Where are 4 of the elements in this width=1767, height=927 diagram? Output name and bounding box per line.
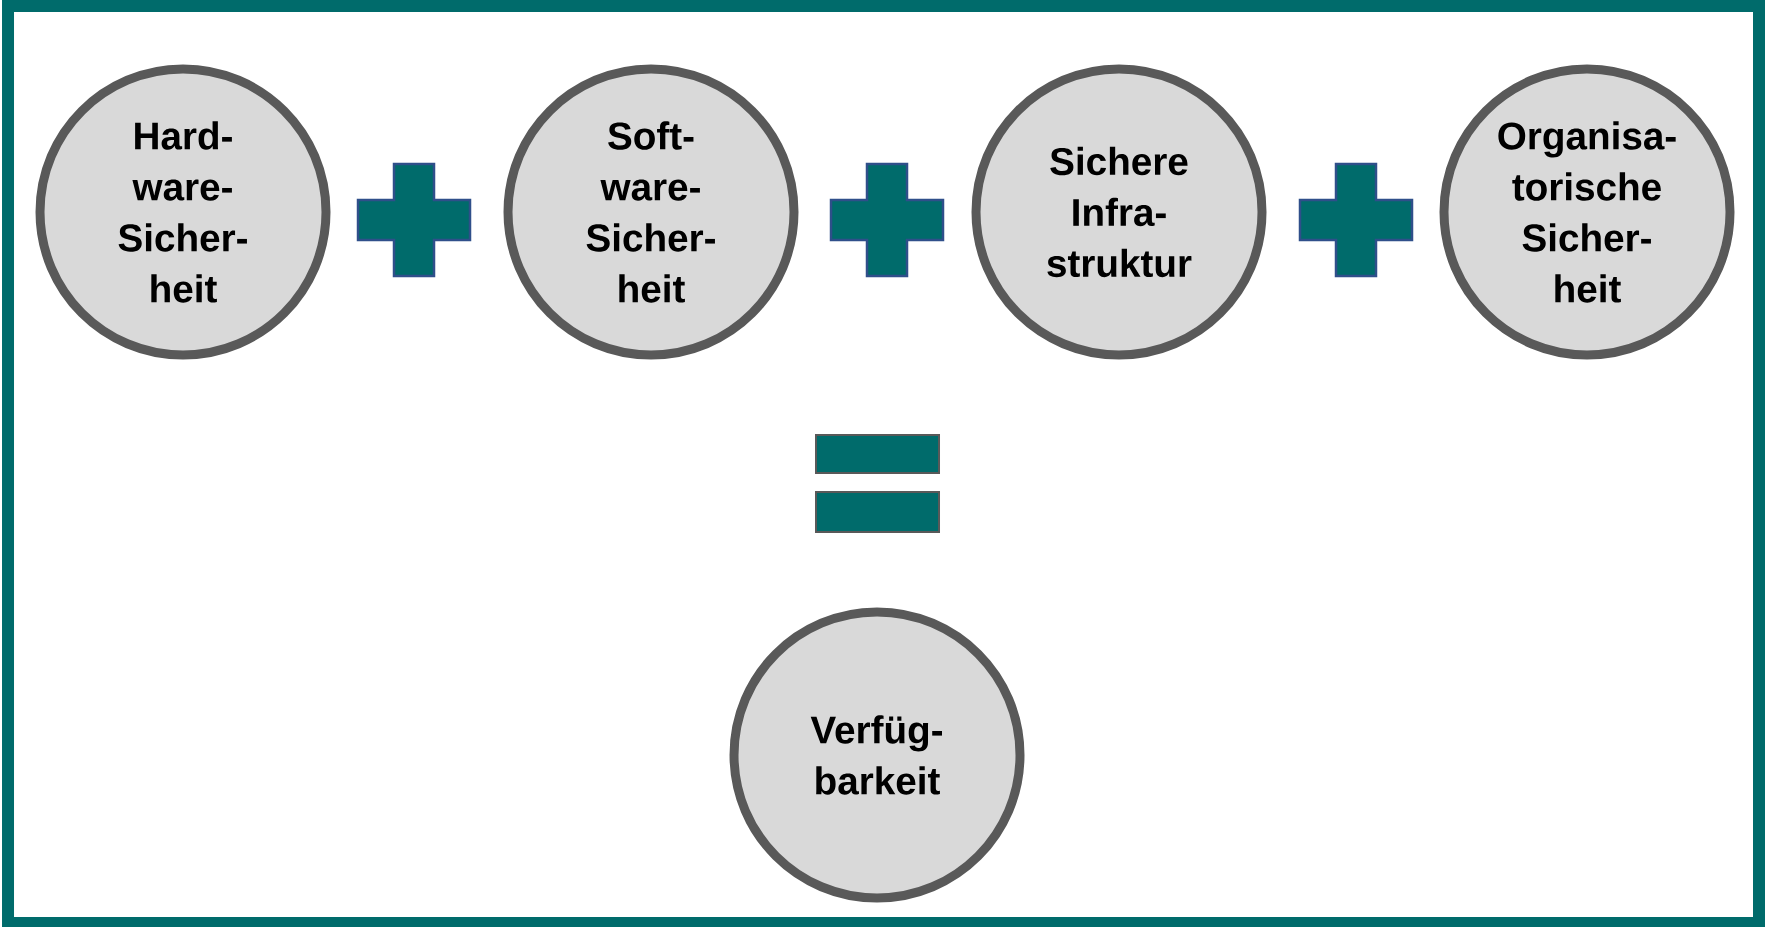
plus-sign bbox=[829, 162, 945, 278]
equals-sign bbox=[815, 434, 940, 533]
plus-sign bbox=[1298, 162, 1414, 278]
plus-sign bbox=[356, 162, 472, 278]
